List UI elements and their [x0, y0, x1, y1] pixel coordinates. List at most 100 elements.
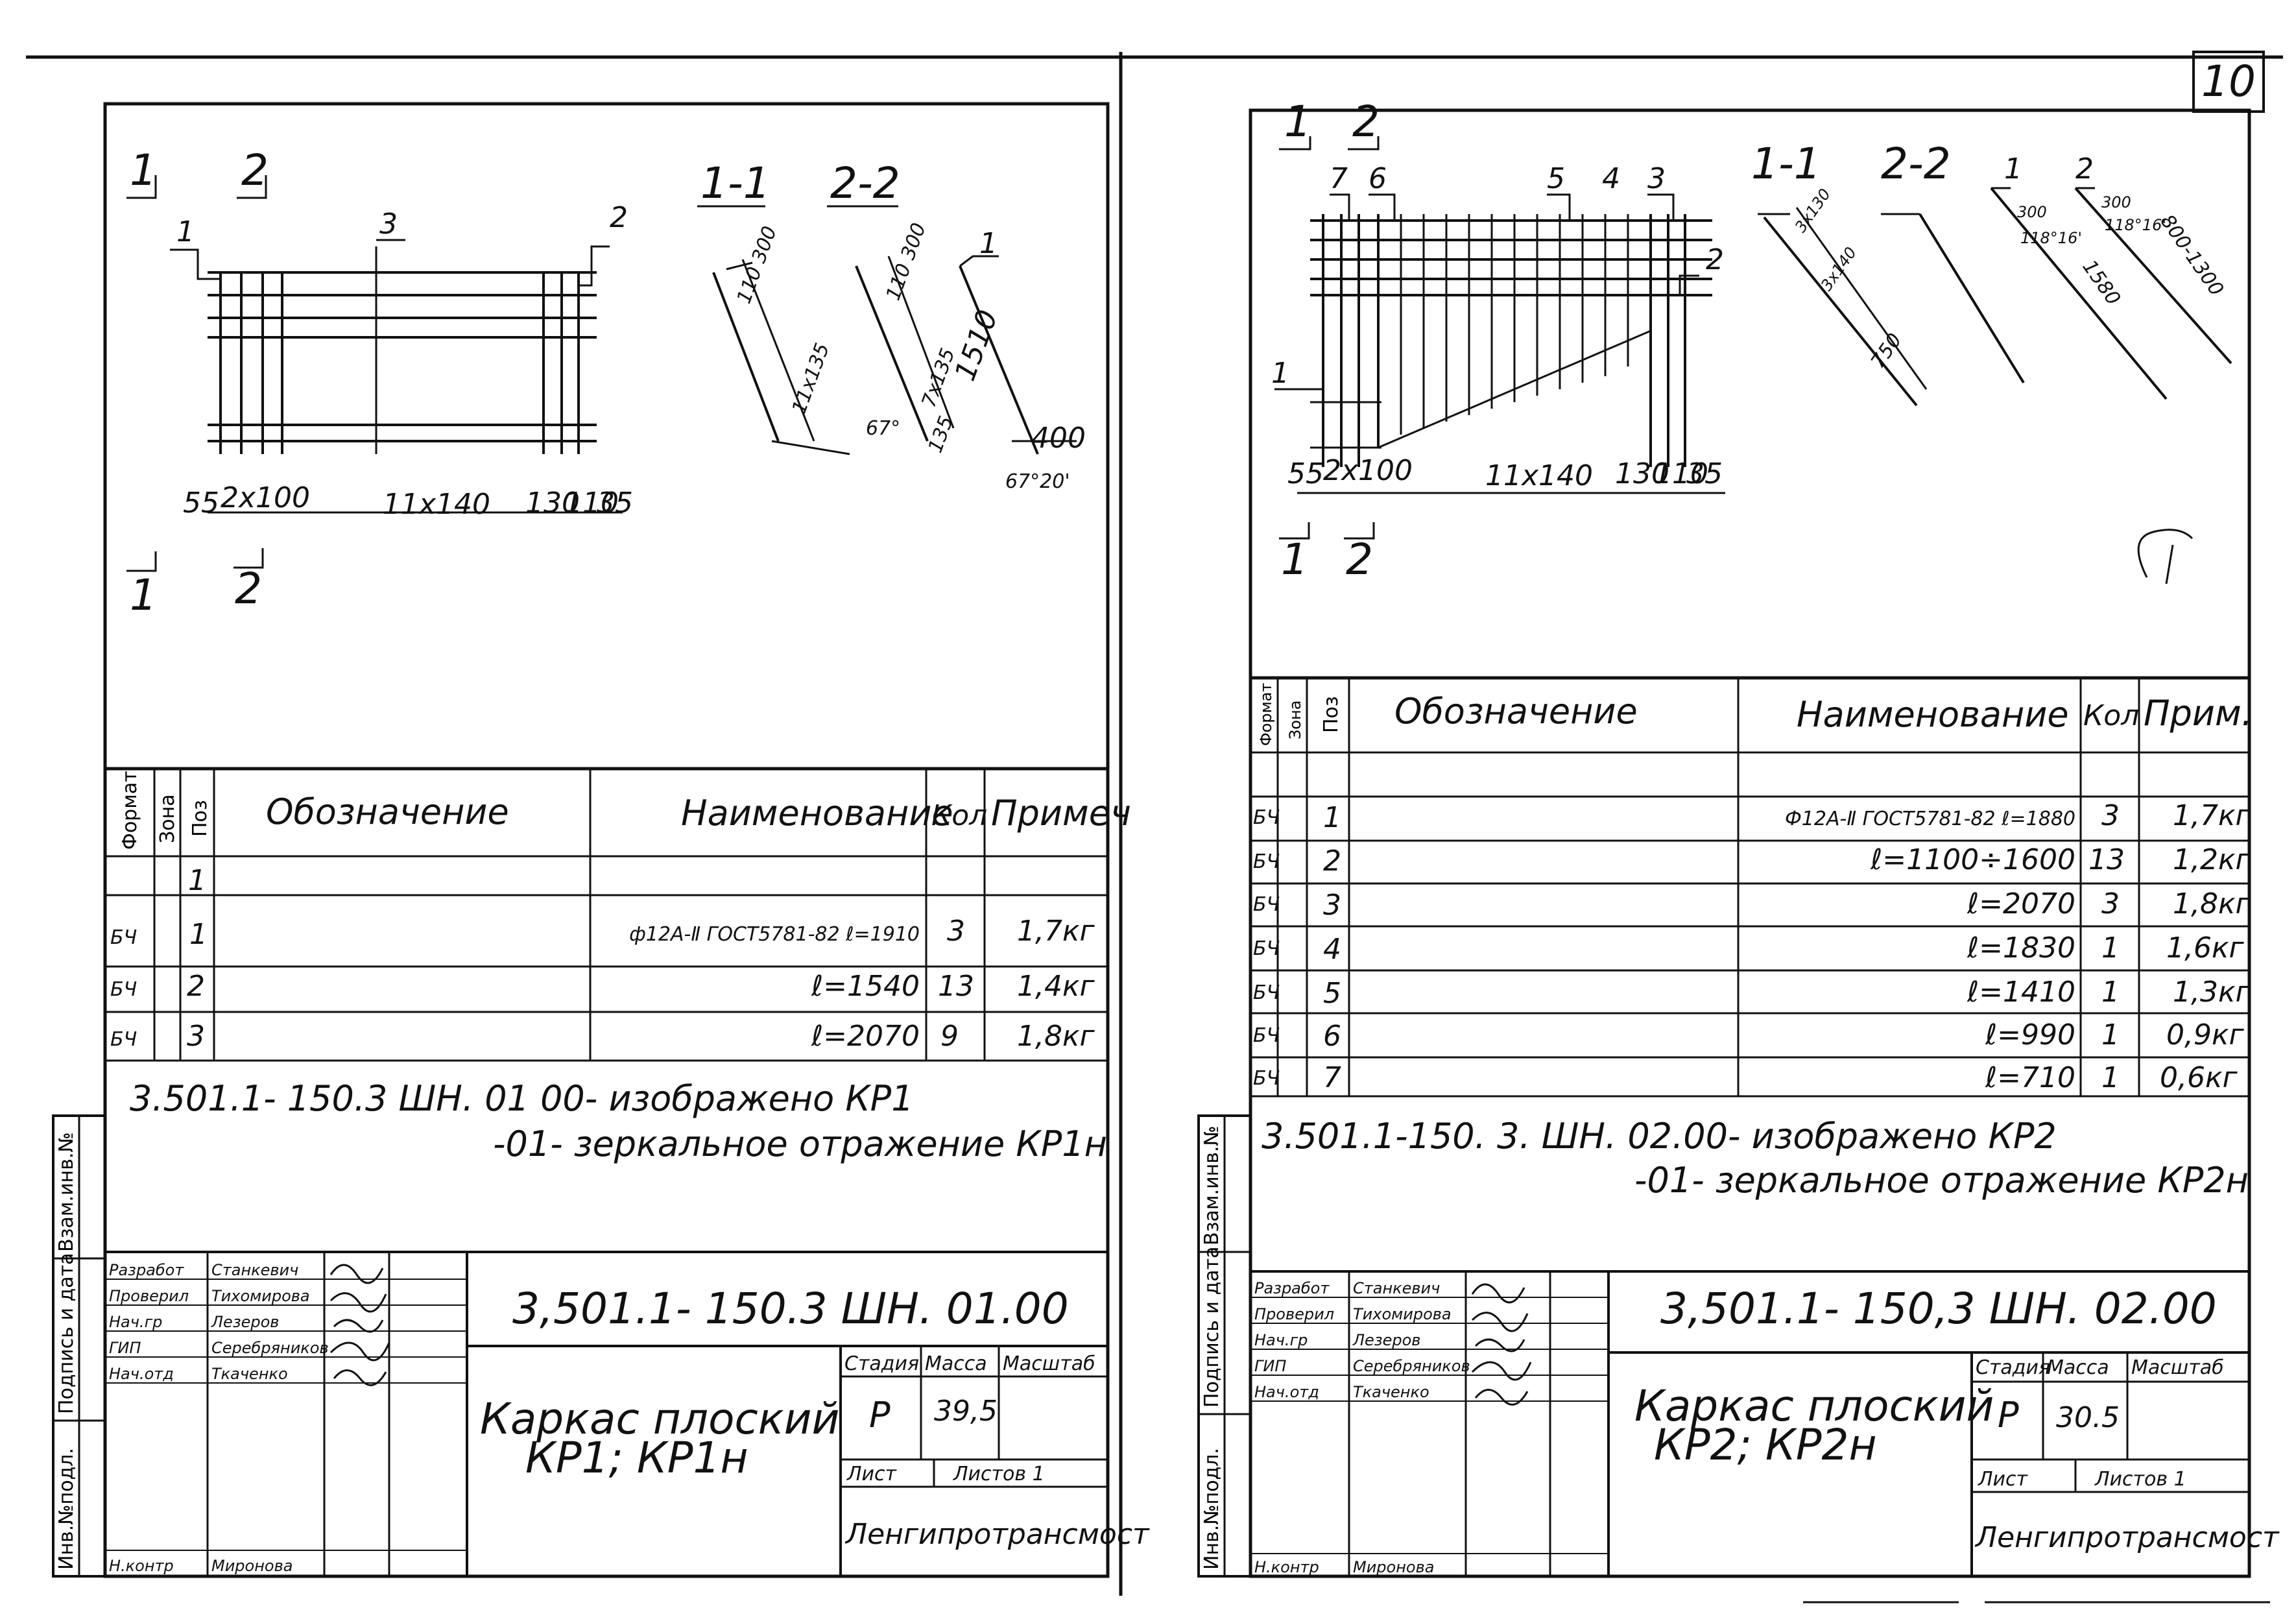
spec-table-right: Формат Зона Поз Обозначение Наименование… [1250, 676, 2253, 1098]
tb-name-1: Тихомирова [211, 1287, 310, 1305]
side-label-sign-r: Подпись и дата [1201, 1247, 1223, 1408]
hdr-qty: Кол [931, 799, 987, 832]
r-row2-qty: 13 [2088, 843, 2125, 876]
r-tb-mass-label: Масса [2047, 1356, 2109, 1379]
note-line-2: -01- зеркальное отражение КР1н [493, 1123, 1107, 1164]
r-tb-role-3: ГИП [1254, 1357, 1286, 1375]
tb-scale-label: Масштаб [1003, 1352, 1095, 1375]
row3-name: ℓ=2070 [811, 1020, 920, 1053]
side-label-replace-r: Взам.инв.№ [1201, 1125, 1223, 1245]
r-row2-note: 1,2кг [2173, 843, 2251, 876]
hdr-designation: Обозначение [266, 791, 509, 832]
r-row4-pos: 4 [1323, 933, 1341, 966]
tb-control-name: Миронова [211, 1557, 293, 1575]
r-row4-qty: 1 [2101, 931, 2120, 965]
row1-format: БЧ [110, 926, 137, 949]
r-row1-qty: 3 [2101, 799, 2120, 832]
dim-2x100: 2x100 [221, 481, 310, 514]
row2-pos: 2 [187, 970, 205, 1003]
section-title-1-1: 1-1 [700, 158, 771, 208]
signature-0 [329, 1264, 384, 1284]
r-tb-role-4: Нач.отд [1254, 1383, 1319, 1401]
r-row6-qty: 1 [2101, 1018, 2120, 1051]
r-row5-pos: 5 [1323, 977, 1341, 1010]
r-signature-2 [1474, 1338, 1525, 1352]
r-tb-code: 3,501.1- 150,3 ШН. 02.00 [1660, 1284, 2217, 1334]
title-block-left: Разработ Проверил Нач.гр ГИП Нач.отд Ста… [105, 1251, 1150, 1576]
sec11-dim-b: 11x135 [788, 340, 835, 416]
tb-code: 3,501.1- 150.3 ШН. 01.00 [512, 1284, 1069, 1334]
tb-mass-label: Масса [925, 1352, 987, 1375]
r-row4-note: 1,6кг [2166, 931, 2245, 965]
r-sec-dim-300-b: 300 [2101, 193, 2131, 211]
r-row1-note: 1,7кг [2173, 799, 2251, 832]
r-callout-1: 1 [1271, 357, 1289, 390]
r-tb-sheets-label: Листов 1 [2094, 1468, 2186, 1491]
r-row2-pos: 2 [1323, 845, 1341, 878]
r-tb-scale-label: Масштаб [2131, 1356, 2224, 1379]
r-row1-name: Ф12А-Ⅱ ГОСТ5781-82 ℓ=1880 [1785, 808, 2075, 830]
r-section-mark-1-top: 1 [1284, 97, 1311, 147]
r-sec-dim-300-a: 300 [2017, 203, 2047, 221]
r-row7-pos: 7 [1323, 1061, 1341, 1094]
r-tb-name-3: Серебряников [1353, 1357, 1470, 1375]
tb-org: Ленгипротрансмост [844, 1518, 1150, 1551]
r-dim-130: 130 [1615, 457, 1669, 490]
sec22-dim-1510: 1510 [948, 306, 1004, 385]
dim-55: 55 [183, 487, 219, 520]
r-row5-qty: 1 [2101, 976, 2120, 1009]
title-block-right: Разработ Проверил Нач.гр ГИП Нач.отд Ста… [1250, 1270, 2280, 1576]
dim-35: 35 [597, 487, 633, 520]
hdr-zone: Зона [156, 794, 179, 843]
page-number: 10 [2201, 56, 2256, 106]
callout-2: 2 [610, 201, 628, 234]
row2-note: 1,4кг [1017, 970, 1095, 1003]
r-dim-2x100: 2x100 [1323, 454, 1413, 487]
dim-130: 130 [525, 487, 580, 520]
r-sec11-dim-c: 750 [1867, 330, 1907, 373]
hdr-name: Наименование [681, 793, 953, 834]
frame-kr2-elevation: 55 2x100 11x140 130 110 35 7 6 5 4 3 2 1… [1271, 97, 1725, 584]
sec22-dim-b: 7x135 [918, 345, 960, 410]
sec22-callout-1: 1 [979, 227, 998, 260]
spec-table-left: Формат Зона Поз Обозначение Наименование… [105, 767, 1131, 1062]
left-sheet: Инв.№подл. Подпись и дата Взам.инв.№ [52, 102, 1150, 1578]
right-sheet: Инв.№подл. Подпись и дата Взам.инв.№ [1197, 97, 2280, 1578]
r-section-mark-2-top: 2 [1352, 97, 1380, 147]
tb-title-2: КР1; КР1н [525, 1433, 748, 1483]
section-mark-1-top: 1 [130, 145, 157, 195]
tb-stage: Р [869, 1395, 891, 1436]
r-row3-pos: 3 [1323, 889, 1341, 922]
row3-qty: 9 [940, 1020, 959, 1053]
r-note-line-2: -01- зеркальное отражение КР2н [1634, 1160, 2249, 1201]
row2-format: БЧ [110, 978, 137, 1001]
r-tb-control-name: Миронова [1353, 1558, 1434, 1576]
r-section-mark-2-bottom: 2 [1346, 535, 1373, 584]
r-callout-7: 7 [1330, 162, 1348, 195]
r-row4-name: ℓ=1830 [1967, 931, 2075, 965]
side-label-sign: Подпись и дата [55, 1253, 78, 1415]
sections-kr1: 1-1 2-2 110 300 11x135 110 300 7x135 151… [697, 158, 1086, 493]
row3-note: 1,8кг [1017, 1020, 1095, 1053]
section-mark-2-top: 2 [241, 145, 269, 195]
r-dim-55: 55 [1287, 457, 1324, 490]
r-row7-format: БЧ [1253, 1067, 1280, 1090]
signature-4 [333, 1369, 387, 1386]
stamp-mark [2137, 529, 2194, 578]
r-callout-5: 5 [1547, 162, 1565, 195]
r-row6-note: 0,9кг [2166, 1018, 2245, 1051]
tb-role-0: Разработ [109, 1261, 184, 1279]
r-row6-name: ℓ=990 [1985, 1018, 2075, 1051]
r-sec-callout-1: 1 [2004, 152, 2022, 186]
r-signature-1 [1471, 1312, 1529, 1332]
r-tb-role-2: Нач.гр [1254, 1331, 1308, 1349]
side-label-replace: Взам.инв.№ [55, 1132, 78, 1252]
tb-role-3: ГИП [109, 1339, 141, 1357]
r-tb-name-1: Тихомирова [1353, 1305, 1452, 1323]
callout-3: 3 [379, 208, 398, 241]
r-row3-name: ℓ=2070 [1967, 887, 2075, 920]
r-tb-mass: 30.5 [2056, 1401, 2120, 1434]
hdr-pos: Поз [189, 800, 211, 837]
r-signature-4 [1474, 1389, 1529, 1406]
tb-name-0: Станкевич [211, 1261, 298, 1279]
